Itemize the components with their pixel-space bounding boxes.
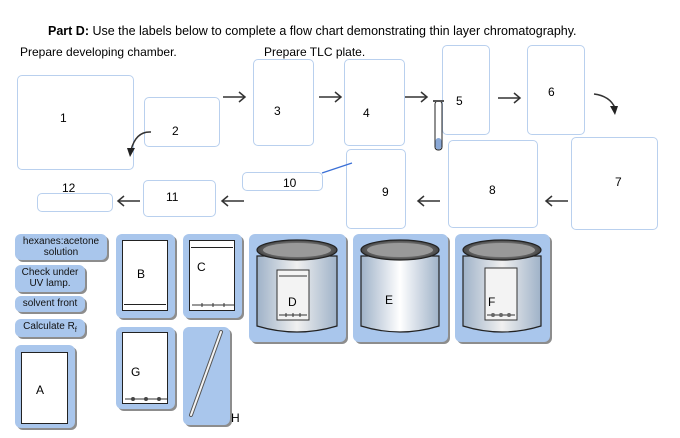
capillary-tube-icon [433,100,444,151]
tlc-plate-with-spots-marked-icon: C [189,240,235,311]
target-number: 7 [615,175,622,189]
arrow-6-to-7-head [610,106,618,115]
target-number: 11 [166,190,179,204]
tile-letter: F [488,295,496,309]
tlc-plate-with-line-icon: B [122,240,168,311]
chamber-with-spotted-plate-icon [462,239,542,333]
instructions-title: Part D: Use the labels below to complete… [48,24,577,38]
section-label-plate: Prepare TLC plate. [264,45,366,59]
drop-target-7[interactable]: 7 [571,137,658,230]
tile-label: Calculate Rf [15,319,85,338]
tile-letter-H: H [231,411,240,425]
spots [125,397,167,401]
origin-line [124,304,166,305]
tile-A[interactable]: A [15,345,75,428]
instructions-text: Use the labels below to complete a flow … [92,24,577,38]
empty-chamber-icon [360,239,440,333]
tile-letter: C [197,260,206,274]
target-number: 9 [382,185,389,199]
target-number: 10 [283,176,297,190]
target-number-12: 12 [62,181,76,195]
drop-target-3[interactable]: 3 [253,59,314,146]
tile-label-subscript: f [74,327,77,334]
drop-target-10[interactable]: 10 [242,172,323,191]
tile-H[interactable] [183,327,230,425]
tile-letter: E [385,293,394,307]
arrow-4-to-5 [405,91,429,103]
drop-target-8[interactable]: 8 [448,140,538,228]
arrow-9-to-10 [220,195,244,207]
arrow-7-to-8 [544,195,568,207]
arrow-2-to-1-head [127,148,135,157]
drop-target-4[interactable]: 4 [344,59,405,146]
arrow-8-to-9 [416,195,440,207]
blank-tlc-plate-icon: A [21,352,68,424]
tlc-plate-with-spots-icon: G [122,332,168,404]
drop-target-6[interactable]: 6 [527,45,585,135]
arrow-2-to-1-curve [130,131,152,151]
capillary-tube-icon [189,330,223,417]
tile-letter: A [36,383,45,397]
origin-marks [192,303,234,307]
tile-label: Check under UV lamp. [21,267,79,289]
chamber-with-plate-icon [256,239,338,333]
drop-target-5[interactable]: 5 [442,45,490,135]
tile-label-main: Calculate R [23,321,75,332]
arrow-6-to-7-curve [593,93,616,109]
target-number: 5 [456,94,463,108]
tile-letter: G [131,365,141,379]
tile-solvent-front[interactable]: solvent front [15,296,85,312]
target-number: 2 [172,124,179,138]
tile-label: hexanes:acetone solution [22,236,100,258]
tile-E[interactable]: E [353,234,448,342]
target-number: 4 [363,106,370,120]
tile-G[interactable]: G [116,327,175,409]
tile-hexanes-acetone[interactable]: hexanes:acetone solution [15,234,107,260]
section-label-chamber: Prepare developing chamber. [20,45,177,59]
tile-D[interactable]: D [249,234,346,342]
tile-calculate-rf[interactable]: Calculate Rf [15,319,85,337]
drop-target-11[interactable]: 11 [143,180,216,217]
drop-target-9[interactable]: 9 [346,149,406,229]
drop-target-1[interactable]: 1 [17,75,134,170]
tile-label: solvent front [22,298,78,309]
tile-check-uv[interactable]: Check under UV lamp. [15,265,85,292]
target-number: 1 [60,111,67,125]
tile-letter: D [288,295,297,309]
arrow-3-to-4 [319,91,343,103]
arrow-5-to-6 [498,92,522,104]
tile-letter: B [137,267,146,281]
drop-target-12[interactable] [37,193,113,212]
target-number: 8 [489,183,496,197]
drop-target-2[interactable]: 2 [144,97,220,147]
tile-C[interactable]: C [183,234,242,318]
part-label: Part D: [48,24,89,38]
target-number: 6 [548,85,555,99]
tile-F[interactable]: F [455,234,550,342]
leader-line-10 [321,162,353,174]
arrow-11-to-12 [116,195,140,207]
target-number: 3 [274,104,281,118]
solvent-front-line [191,247,233,248]
arrow-2-to-3 [223,91,247,103]
tile-B[interactable]: B [116,234,175,318]
